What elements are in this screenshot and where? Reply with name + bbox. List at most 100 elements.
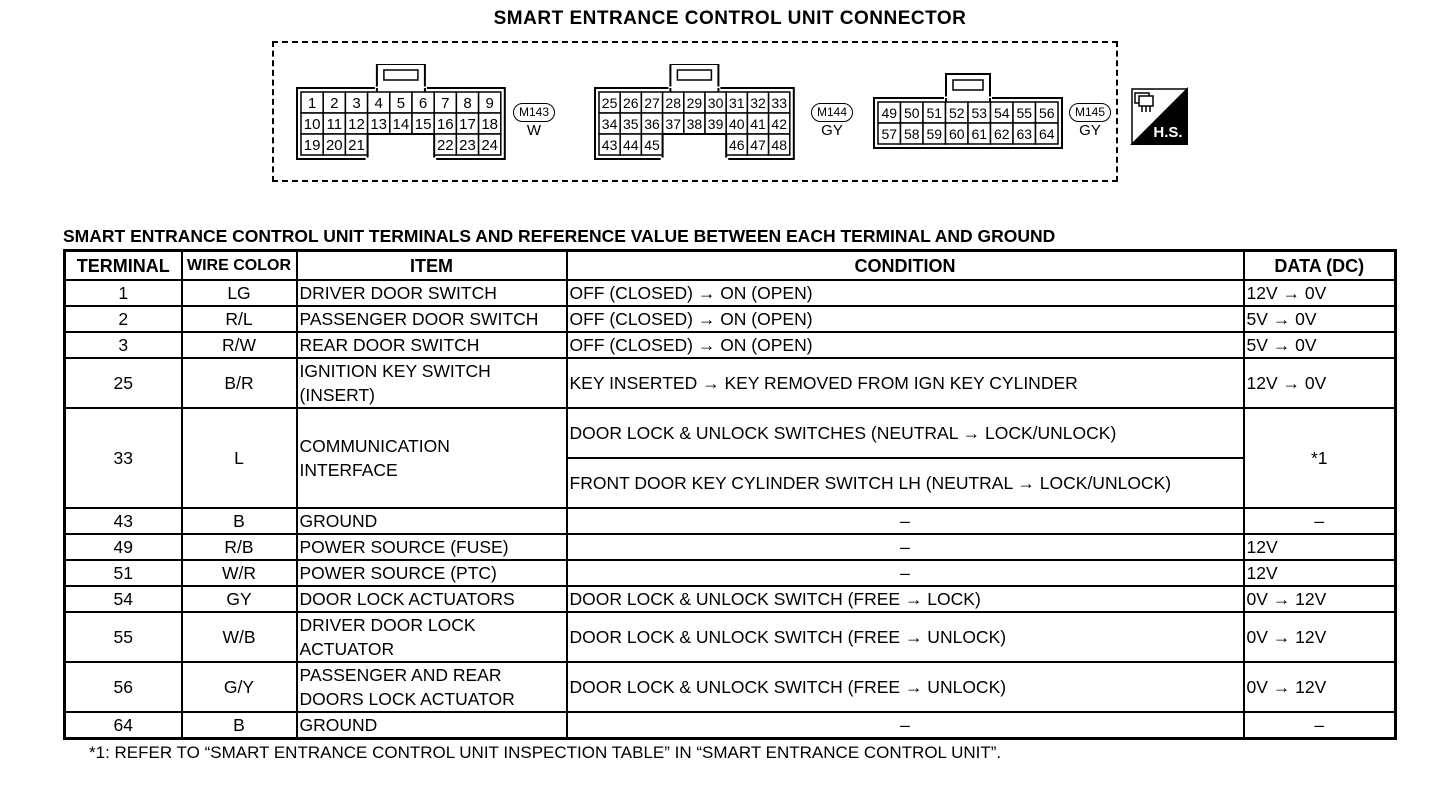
cell-condition: FRONT DOOR KEY CYLINDER SWITCH LH (NEUTR… (565, 457, 1245, 509)
cell-item: GROUND (295, 507, 568, 535)
cell-condition: KEY INSERTED → KEY REMOVED FROM IGN KEY … (565, 357, 1245, 409)
terminal-pin: 18 (481, 116, 498, 133)
terminal-pin: 62 (994, 126, 1010, 142)
table-row: 54 GY DOOR LOCK ACTUATORS DOOR LOCK & UN… (63, 585, 1397, 613)
connector-color: W (526, 122, 542, 139)
terminal-pin: 51 (926, 105, 942, 121)
terminal-pin: 47 (750, 137, 766, 153)
header-item: ITEM (295, 249, 568, 281)
cell-condition: – (565, 711, 1245, 740)
connector-color: GY (821, 122, 843, 139)
terminal-pin: 24 (481, 137, 498, 154)
cell-condition: OFF (CLOSED) → ON (OPEN) (565, 279, 1245, 307)
cell-item: DRIVER DOOR LOCK ACTUATOR (295, 611, 568, 663)
connector-m143-tag: M143 W (512, 103, 556, 140)
cell-terminal: 43 (63, 507, 183, 535)
terminal-pin: 10 (304, 116, 321, 133)
cell-item: PASSENGER DOOR SWITCH (295, 305, 568, 333)
harness-side-icon: H.S. (1130, 87, 1188, 145)
terminal-pin: 37 (665, 116, 681, 132)
cell-item: DOOR LOCK ACTUATORS (295, 585, 568, 613)
connector-color: GY (1079, 122, 1101, 139)
terminal-pin: 44 (623, 137, 639, 153)
terminal-pin: 13 (370, 116, 387, 133)
terminal-pin: 57 (881, 126, 897, 142)
cell-wire: R/L (180, 305, 298, 333)
cell-terminal: 55 (63, 611, 183, 663)
terminal-pin: 12 (348, 116, 365, 133)
cell-wire: W/B (180, 611, 298, 663)
header-terminal: TERMINAL (63, 249, 183, 281)
page-title: SMART ENTRANCE CONTROL UNIT CONNECTOR (493, 8, 967, 29)
terminal-pin: 38 (687, 116, 703, 132)
cell-wire: B/R (180, 357, 298, 409)
terminal-pin: 25 (602, 95, 618, 111)
terminal-pin: 61 (971, 126, 987, 142)
terminal-pin: 45 (644, 137, 660, 153)
cell-item: POWER SOURCE (PTC) (295, 559, 568, 587)
cell-condition: – (565, 559, 1245, 587)
terminal-pin: 33 (771, 95, 787, 111)
header-wire-color: WIRE COLOR (180, 249, 298, 281)
table-title: SMART ENTRANCE CONTROL UNIT TERMINALS AN… (63, 226, 1056, 246)
terminal-pin: 6 (419, 95, 427, 112)
cell-data: 5V → 0V (1242, 331, 1397, 359)
cell-condition: DOOR LOCK & UNLOCK SWITCH (FREE → LOCK) (565, 585, 1245, 613)
cell-terminal: 25 (63, 357, 183, 409)
terminal-pin: 31 (729, 95, 745, 111)
terminal-pin: 59 (926, 126, 942, 142)
terminal-pin: 58 (904, 126, 920, 142)
terminal-pin: 5 (397, 95, 405, 112)
cell-item: DRIVER DOOR SWITCH (295, 279, 568, 307)
connector-m145-tag: M145 GY (1068, 103, 1112, 140)
cell-wire: GY (180, 585, 298, 613)
terminal-pin: 4 (375, 95, 383, 112)
cell-wire: G/Y (180, 661, 298, 713)
cell-terminal: 54 (63, 585, 183, 613)
cell-data: 0V → 12V (1242, 661, 1397, 713)
cell-terminal: 56 (63, 661, 183, 713)
cell-item: GROUND (295, 711, 568, 740)
cell-data: 12V → 0V (1242, 357, 1397, 409)
terminal-pin: 28 (665, 95, 681, 111)
table-header-row: TERMINAL WIRE COLOR ITEM CONDITION DATA … (63, 249, 1397, 281)
terminal-pin: 26 (623, 95, 639, 111)
hs-label: H.S. (1153, 124, 1182, 141)
cell-data: 12V (1242, 559, 1397, 587)
terminal-pin: 7 (441, 95, 449, 112)
cell-data: 12V (1242, 533, 1397, 561)
terminal-pin: 41 (750, 116, 766, 132)
table-row: 64 B GROUND – – (63, 711, 1397, 740)
cell-wire: R/B (180, 533, 298, 561)
table-row: 49 R/B POWER SOURCE (FUSE) – 12V (63, 533, 1397, 561)
table-row: 55 W/B DRIVER DOOR LOCK ACTUATOR DOOR LO… (63, 611, 1397, 663)
terminal-pin: 64 (1039, 126, 1055, 142)
terminal-pin: 23 (459, 137, 476, 154)
terminal-pin: 9 (486, 95, 494, 112)
terminal-pin: 22 (437, 137, 454, 154)
cell-data: 12V → 0V (1242, 279, 1397, 307)
terminal-pin: 20 (326, 137, 343, 154)
header-condition: CONDITION (565, 249, 1245, 281)
terminal-pin: 14 (393, 116, 410, 133)
cell-terminal: 51 (63, 559, 183, 587)
table-row: 43 B GROUND – – (63, 507, 1397, 535)
cell-item: PASSENGER AND REAR DOORS LOCK ACTUATOR (295, 661, 568, 713)
terminal-pin: 2 (330, 95, 338, 112)
cell-terminal: 33 (63, 407, 183, 509)
cell-wire: W/R (180, 559, 298, 587)
cell-data: *1 (1242, 407, 1397, 509)
cell-terminal: 2 (63, 305, 183, 333)
terminal-pin: 1 (308, 95, 316, 112)
terminal-pin: 3 (352, 95, 360, 112)
connector-id: M143 (512, 103, 556, 122)
table-row: 1 LG DRIVER DOOR SWITCH OFF (CLOSED) → O… (63, 279, 1397, 307)
cell-terminal: 64 (63, 711, 183, 740)
connector-id: M144 (810, 103, 854, 122)
cell-wire: L (180, 407, 298, 509)
table-row: FRONT DOOR KEY CYLINDER SWITCH LH (NEUTR… (65, 457, 1396, 509)
terminal-pin: 27 (644, 95, 660, 111)
terminal-pin: 46 (729, 137, 745, 153)
